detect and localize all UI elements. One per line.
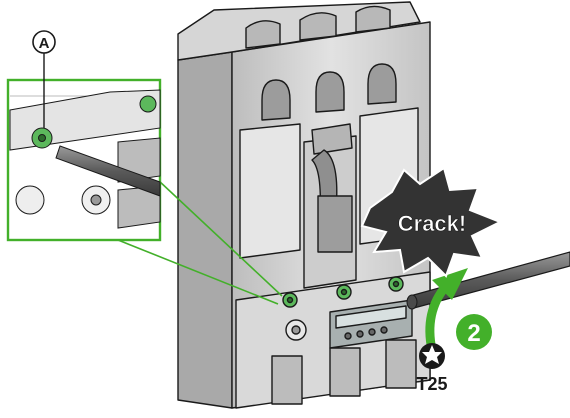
torx-icon	[419, 343, 445, 369]
operating-handle	[303, 123, 357, 289]
step-badge: 2	[456, 314, 492, 350]
callout-label: A	[39, 35, 50, 52]
tool-label: T25	[416, 374, 447, 394]
inset-breaker-detail	[9, 89, 161, 229]
terminal-screws	[282, 276, 404, 308]
step-number: 2	[467, 320, 480, 347]
crack-burst-icon: Crack!	[360, 166, 503, 278]
callout-circle-icon: A	[32, 30, 56, 128]
top-terminals	[245, 5, 397, 121]
zoom-lines	[117, 179, 283, 305]
inset-detail	[6, 78, 162, 242]
burst-text: Crack!	[398, 211, 466, 236]
trip-unit	[329, 299, 413, 349]
bottom-terminals	[271, 339, 417, 405]
rating-dial	[285, 319, 307, 341]
circuit-breaker	[177, 1, 431, 409]
